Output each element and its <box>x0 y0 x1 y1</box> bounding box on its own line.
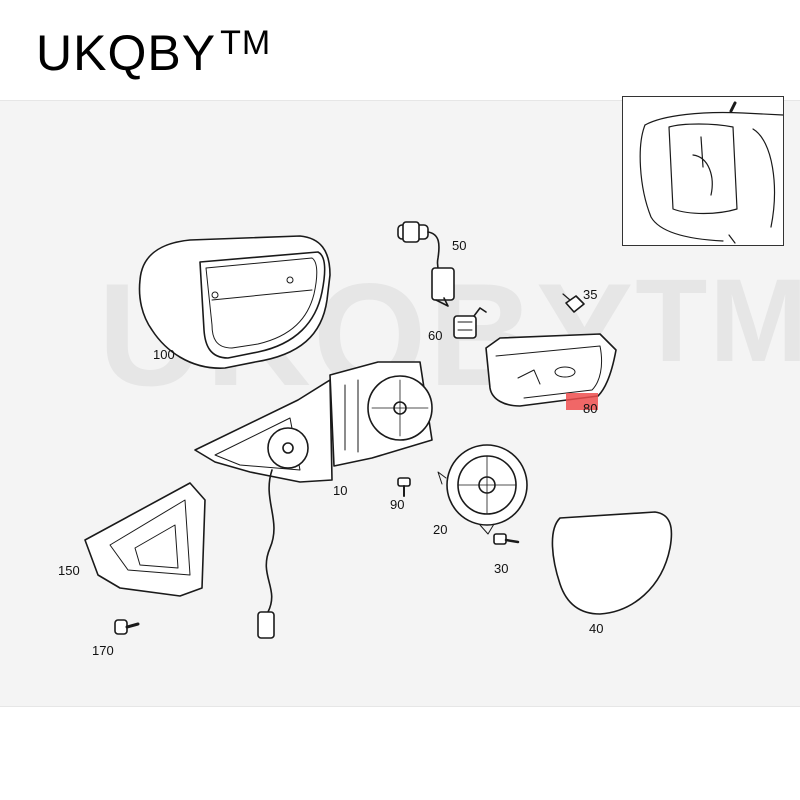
part-100-mirror-cover <box>138 235 331 369</box>
callout-35: 35 <box>583 287 598 302</box>
callout-170: 170 <box>92 643 114 658</box>
callout-30: 30 <box>494 561 509 576</box>
brand-tm: TM <box>220 24 272 62</box>
callout-10: 10 <box>333 483 348 498</box>
callout-50: 50 <box>452 238 467 253</box>
part-80-indicator-lens <box>485 333 617 407</box>
part-40-mirror-glass <box>551 511 673 615</box>
part-170-bolt <box>114 619 140 635</box>
highlight-marker <box>566 393 598 410</box>
brand-name: UKQBY <box>36 25 217 81</box>
part-50-bulb-socket <box>397 221 455 307</box>
callout-20: 20 <box>433 522 448 537</box>
part-10-mirror-base <box>194 361 433 639</box>
callout-90: 90 <box>390 497 405 512</box>
car-outline-icon <box>639 101 784 244</box>
callout-100: 100 <box>153 347 175 362</box>
part-35-bulb <box>562 293 585 313</box>
callout-60: 60 <box>428 328 443 343</box>
callout-150: 150 <box>58 563 80 578</box>
part-90-screw <box>397 477 411 497</box>
part-60-connector <box>453 307 487 339</box>
part-20-adjustment-plate <box>437 444 528 535</box>
part-30-screw <box>493 533 520 545</box>
vehicle-location-inset <box>622 96 784 246</box>
callout-40: 40 <box>589 621 604 636</box>
watermark-tm: TM <box>635 255 800 387</box>
callout-80: 80 <box>583 401 598 416</box>
part-150-triangle-cover <box>84 482 206 597</box>
